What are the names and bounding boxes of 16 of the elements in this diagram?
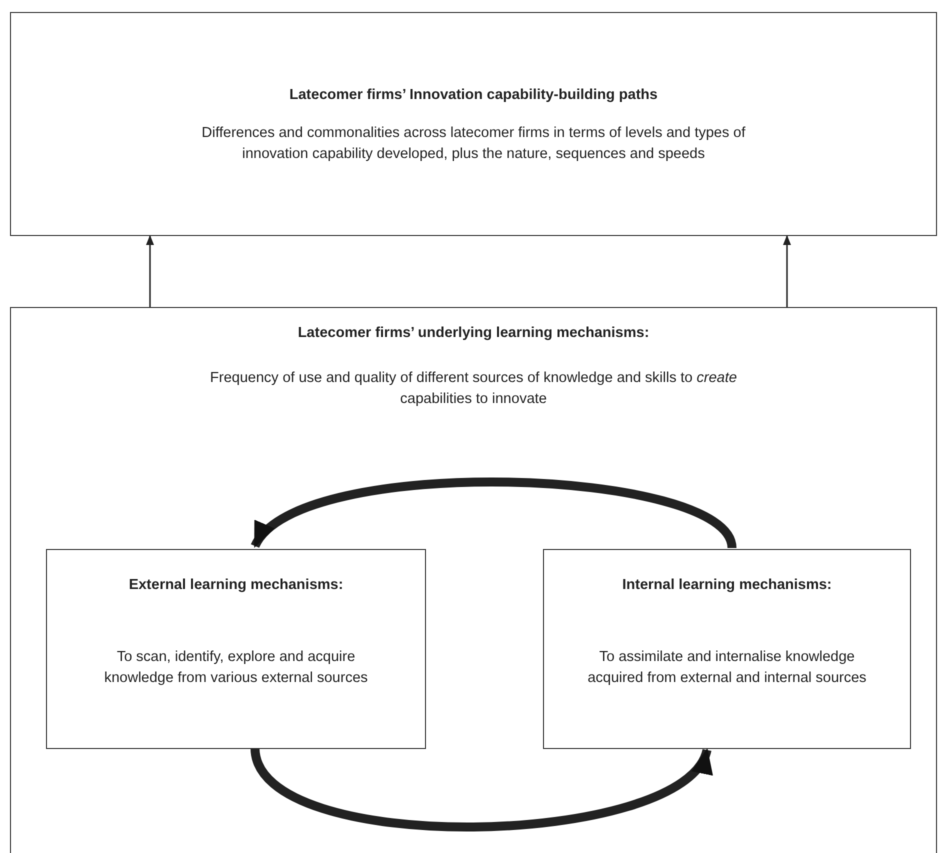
box-heading: Latecomer firms’ underlying learning mechanisms:	[296, 324, 650, 343]
process-box	[543, 549, 911, 749]
curved-arrow	[252, 478, 736, 550]
curved-arrow	[250, 746, 711, 832]
process-box	[46, 549, 426, 749]
box-heading: Latecomer firms’ Innovation capability-building paths	[288, 86, 659, 105]
box-description: To scan, identify, explore and acquire knowledge from various external sources	[103, 648, 369, 688]
arrow	[146, 235, 154, 307]
box-description: Differences and commonalities across latecomer firms in terms of levels and types of innovation capability developed, plus the nature, sequences and speeds	[200, 124, 746, 164]
arrow	[783, 235, 791, 307]
process-box	[10, 307, 937, 853]
box-heading: External learning mechanisms:	[128, 576, 344, 595]
process-box	[10, 12, 937, 236]
box-description: Frequency of use and quality of different sources of knowledge and skills to create capabilities to innovate	[209, 369, 738, 410]
box-description: To assimilate and internalise knowledge acquired from external and internal sources	[586, 648, 868, 688]
box-heading: Internal learning mechanisms:	[621, 576, 833, 595]
